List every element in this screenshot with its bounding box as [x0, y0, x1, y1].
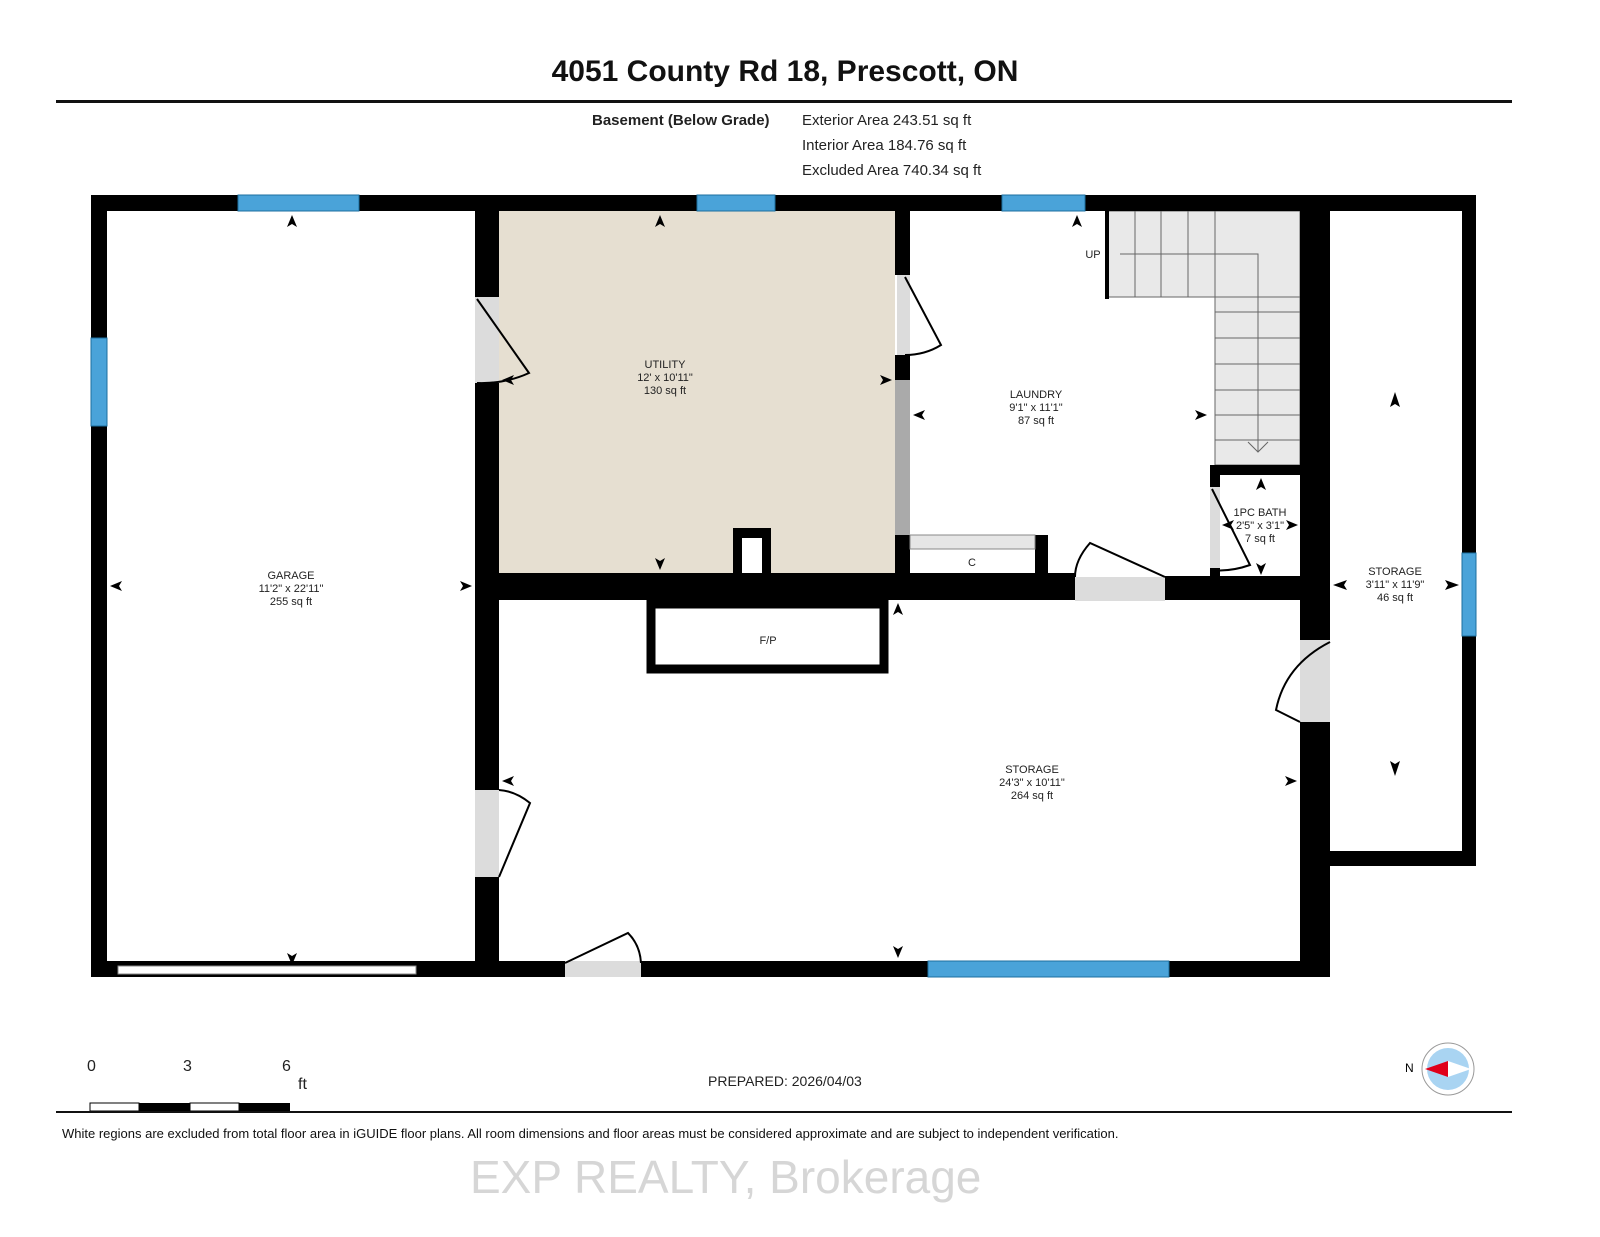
windows [90, 194, 1477, 978]
stairs-up-label: UP [1085, 249, 1100, 261]
svg-text:12' x 10'11": 12' x 10'11" [637, 372, 693, 384]
footer-divider [56, 1111, 1512, 1113]
scale-tick-0: 0 [87, 1058, 96, 1075]
svg-text:UTILITY: UTILITY [645, 359, 687, 371]
watermark: EXP REALTY, Brokerage [470, 1151, 982, 1203]
svg-text:2'5" x 3'1": 2'5" x 3'1" [1236, 520, 1284, 532]
svg-text:STORAGE: STORAGE [1368, 566, 1422, 578]
scale-tick-6: 6 [282, 1058, 291, 1075]
stairs [1106, 210, 1301, 466]
utility-floor [499, 211, 895, 573]
interior-area: Interior Area 184.76 sq ft [802, 137, 967, 154]
room-1pc-bath: 1PC BATH 2'5" x 3'1" 7 sq ft [1234, 507, 1287, 545]
compass-icon [1421, 1042, 1475, 1096]
fireplace-label: F/P [759, 635, 776, 647]
svg-text:87 sq ft: 87 sq ft [1018, 415, 1054, 427]
excluded-area: Excluded Area 740.34 sq ft [802, 162, 982, 179]
room-laundry: LAUNDRY 9'1" x 11'1" 87 sq ft [1009, 389, 1063, 427]
svg-text:255 sq ft: 255 sq ft [270, 596, 312, 608]
svg-text:24'3" x 10'11": 24'3" x 10'11" [999, 777, 1065, 789]
svg-text:1PC BATH: 1PC BATH [1234, 507, 1287, 519]
closet-shelf [909, 534, 1036, 550]
svg-text:46 sq ft: 46 sq ft [1377, 592, 1413, 604]
header-divider [56, 100, 1512, 103]
disclaimer: White regions are excluded from total fl… [62, 1126, 1119, 1141]
svg-text:LAUNDRY: LAUNDRY [1010, 389, 1063, 401]
room-utility: UTILITY 12' x 10'11" 130 sq ft [637, 359, 693, 397]
svg-text:STORAGE: STORAGE [1005, 764, 1059, 776]
svg-text:130 sq ft: 130 sq ft [644, 385, 686, 397]
compass-north-label: N [1405, 1061, 1414, 1075]
fireplace [646, 599, 889, 674]
dimension-arrows [110, 215, 1459, 965]
exterior-area: Exterior Area 243.51 sq ft [802, 112, 972, 129]
svg-text:3'11" x 11'9": 3'11" x 11'9" [1366, 579, 1425, 591]
utility-partition [895, 380, 910, 535]
svg-text:264 sq ft: 264 sq ft [1011, 790, 1053, 802]
svg-text:9'1" x 11'1": 9'1" x 11'1" [1009, 402, 1062, 414]
prepared-date: PREPARED: 2026/04/03 [708, 1073, 862, 1089]
room-storage-small: STORAGE 3'11" x 11'9" 46 sq ft [1366, 566, 1425, 604]
room-garage: GARAGE 11'2" x 22'11" 255 sq ft [259, 570, 324, 608]
scale-tick-3: 3 [183, 1058, 192, 1075]
svg-text:7 sq ft: 7 sq ft [1245, 533, 1275, 545]
room-storage-large: STORAGE 24'3" x 10'11" 264 sq ft [999, 764, 1065, 802]
floor-name: Basement (Below Grade) [592, 112, 770, 129]
svg-text:GARAGE: GARAGE [267, 570, 314, 582]
svg-text:11'2" x 22'11": 11'2" x 22'11" [259, 583, 324, 595]
scale-bar [89, 1102, 290, 1112]
garage-door[interactable] [117, 965, 417, 975]
page-title: 4051 County Rd 18, Prescott, ON [551, 55, 1019, 88]
closet-label: C [968, 557, 976, 569]
scale-unit: ft [298, 1076, 307, 1093]
